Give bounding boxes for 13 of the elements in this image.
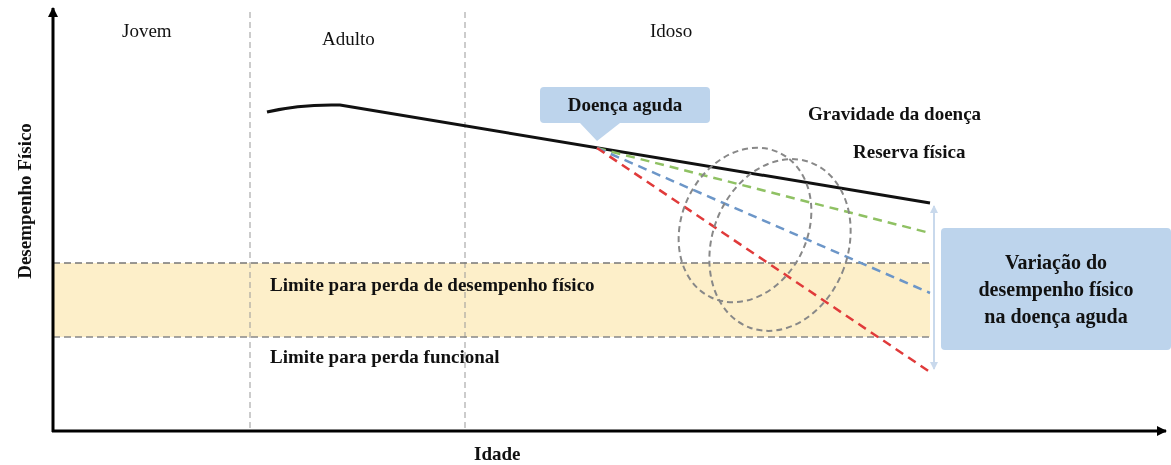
annotation-label: Gravidade da doença bbox=[808, 103, 982, 125]
callout-box bbox=[540, 87, 710, 141]
box-text: Variação do desempenho físico na doença aguda bbox=[977, 249, 1135, 330]
threshold-label: Limite para perda de desempenho físico bbox=[270, 274, 595, 296]
info-box bbox=[941, 228, 1171, 350]
stage-label: Jovem bbox=[122, 20, 172, 42]
stage-label: Adulto bbox=[322, 28, 375, 50]
axis-title: Idade bbox=[474, 443, 521, 465]
annotation-label: Reserva física bbox=[853, 141, 966, 163]
callout-text: Doença aguda bbox=[567, 93, 683, 118]
axis-title: Desempenho Físico bbox=[14, 122, 36, 281]
threshold-label: Limite para perda funcional bbox=[270, 346, 500, 368]
stage-label: Idoso bbox=[650, 20, 693, 42]
